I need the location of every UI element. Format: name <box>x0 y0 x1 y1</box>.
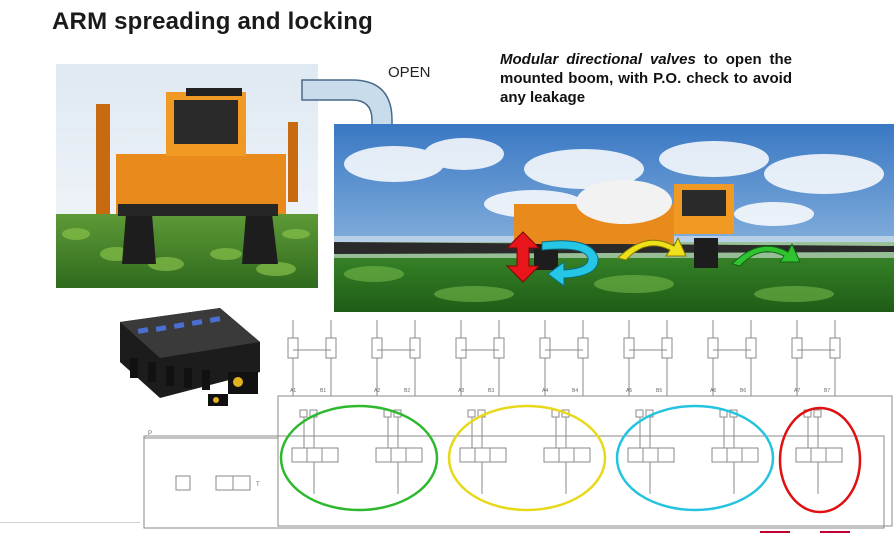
tank-label: T <box>256 482 260 488</box>
caption-italic: Modular directional valves <box>500 51 696 68</box>
port-label: A3 <box>458 388 464 394</box>
open-label: OPEN <box>388 64 431 81</box>
port-label: A1 <box>290 388 296 394</box>
group-yellow-ellipse <box>447 404 607 512</box>
lift-arrow-icon <box>505 231 541 283</box>
port-label: A6 <box>710 388 716 394</box>
port-label: B4 <box>572 388 578 394</box>
port-label: A5 <box>626 388 632 394</box>
caption-rest: to open the mounted boom, with P.O. chec… <box>500 51 792 106</box>
port-label: B2 <box>404 388 410 394</box>
page-title: ARM spreading and locking <box>52 8 374 35</box>
sprayer-photo <box>56 64 318 288</box>
hydraulic-schematic: A1 B1 A2 B2 A3 B3 A4 B4 A5 B5 A6 B6 A7 B7P T <box>143 320 893 529</box>
port-label: B1 <box>320 388 326 394</box>
caption-text: Modular directional valves to open the m… <box>500 50 792 107</box>
port-label: B7 <box>824 388 830 394</box>
field-boom-photo <box>334 124 894 312</box>
group-cyan-ellipse <box>615 404 775 512</box>
group-green-ellipse <box>279 404 439 512</box>
valve-block-image <box>120 308 260 406</box>
group-red-ellipse <box>778 406 862 514</box>
pressure-label: P <box>148 431 152 437</box>
port-label: B3 <box>488 388 494 394</box>
port-label: A4 <box>542 388 548 394</box>
port-label: A2 <box>374 388 380 394</box>
brand-mark <box>760 531 850 533</box>
port-label: A7 <box>794 388 800 394</box>
port-label: B6 <box>740 388 746 394</box>
divider <box>0 522 140 523</box>
fold-arrow-yellow-icon <box>617 236 687 261</box>
port-label: B5 <box>656 388 662 394</box>
fold-arrow-cyan-icon <box>541 240 599 287</box>
fold-arrow-green-icon <box>731 242 801 267</box>
